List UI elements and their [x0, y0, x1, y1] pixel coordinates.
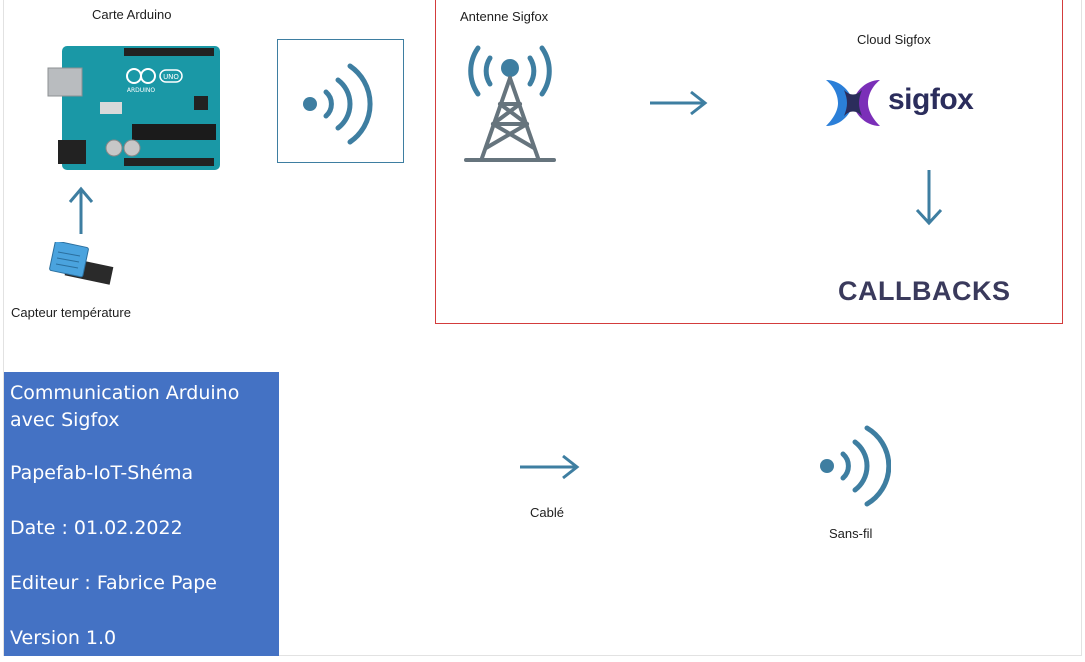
- sigfox-wordmark: sigfox: [888, 83, 974, 116]
- page-border: [3, 0, 1082, 656]
- sensor-label: Capteur température: [11, 305, 131, 320]
- arduino-model-text: UNO: [163, 73, 179, 81]
- temperature-sensor-image: [49, 242, 114, 285]
- info-version: Version 1.0: [10, 627, 117, 649]
- arduino-board-image: ARDUINO UNO: [47, 46, 220, 170]
- antenna-tower-icon: [464, 45, 556, 162]
- info-editor: Editeur : Fabrice Pape: [10, 572, 217, 594]
- info-project: Papefab-IoT-Shéma: [10, 462, 194, 484]
- info-box: Communication Arduino avec Sigfox Papefa…: [4, 372, 279, 656]
- sigfox-logo-icon: [826, 80, 880, 126]
- legend-wireless-icon: [820, 425, 891, 507]
- arduino-brand-text: ARDUINO: [127, 87, 156, 94]
- wireless-signal-icon: [303, 63, 373, 145]
- antenna-label: Antenne Sigfox: [460, 9, 549, 24]
- arrow-right-icon: [650, 90, 708, 116]
- arrow-down-icon: [915, 170, 943, 226]
- info-title: Communication Arduino avec Sigfox: [10, 382, 240, 431]
- arduino-label: Carte Arduino: [92, 7, 172, 22]
- sigfox-network-frame: [435, 0, 1063, 324]
- callbacks-label: CALLBACKS: [838, 276, 1011, 306]
- legend-wired-arrow-icon: [520, 454, 580, 480]
- legend-wireless-label: Sans-fil: [829, 526, 873, 541]
- info-date: Date : 01.02.2022: [10, 517, 183, 539]
- cloud-label: Cloud Sigfox: [857, 32, 931, 47]
- wireless-frame: [277, 39, 404, 163]
- arrow-up-icon: [68, 186, 94, 234]
- legend-wired-label: Cablé: [530, 505, 564, 520]
